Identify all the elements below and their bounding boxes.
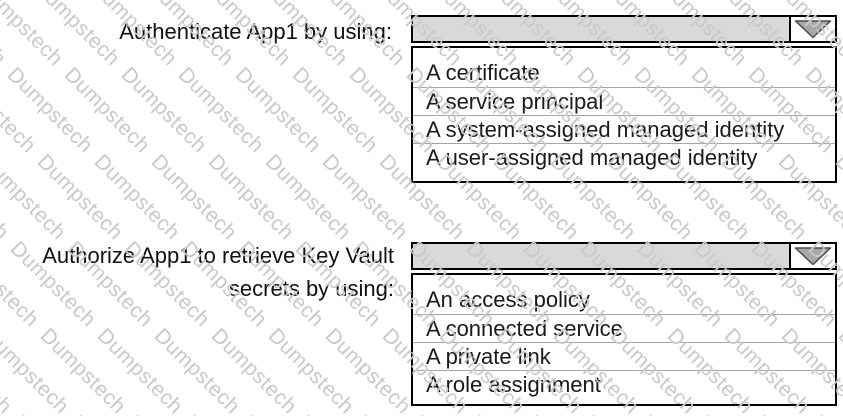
dropdown-arrow-button[interactable] [789,17,835,41]
question-label-authorize: Authorize App1 to retrieve Key Vault sec… [0,239,394,305]
dropdown-option[interactable]: A certificate [426,60,540,85]
chevron-down-icon [794,247,832,266]
dropdown-option[interactable]: A connected service [413,314,835,342]
dropdown-selected-value [413,17,789,41]
dropdown-option[interactable]: A private link [413,342,835,370]
dropdown-authenticate: A certificate A service principal A syst… [411,15,837,183]
dropdown-option[interactable]: A service principal [413,87,835,115]
dropdown-options-list: A certificate A service principal A syst… [411,46,837,183]
dropdown-selected-value [413,244,789,268]
dropdown-option[interactable]: A role assignment [413,370,835,398]
dropdown-arrow-button[interactable] [789,244,835,268]
label-line: Authorize App1 to retrieve Key Vault [42,243,394,268]
dropdown-authorize: An access policy A connected service A p… [411,242,837,406]
dropdown-selected-box[interactable] [411,242,837,270]
chevron-down-icon [794,20,832,39]
dropdown-selected-box[interactable] [411,15,837,43]
label-line: secrets by using: [228,276,394,301]
question-label-authenticate: Authenticate App1 by using: [0,15,392,48]
dropdown-options-list: An access policy A connected service A p… [411,273,837,406]
label-line: Authenticate App1 by using: [119,19,392,44]
dropdown-option[interactable]: A system-assigned managed identity [413,115,835,143]
dropdown-option[interactable]: An access policy [426,287,590,312]
dropdown-option[interactable]: A user-assigned managed identity [413,143,835,171]
